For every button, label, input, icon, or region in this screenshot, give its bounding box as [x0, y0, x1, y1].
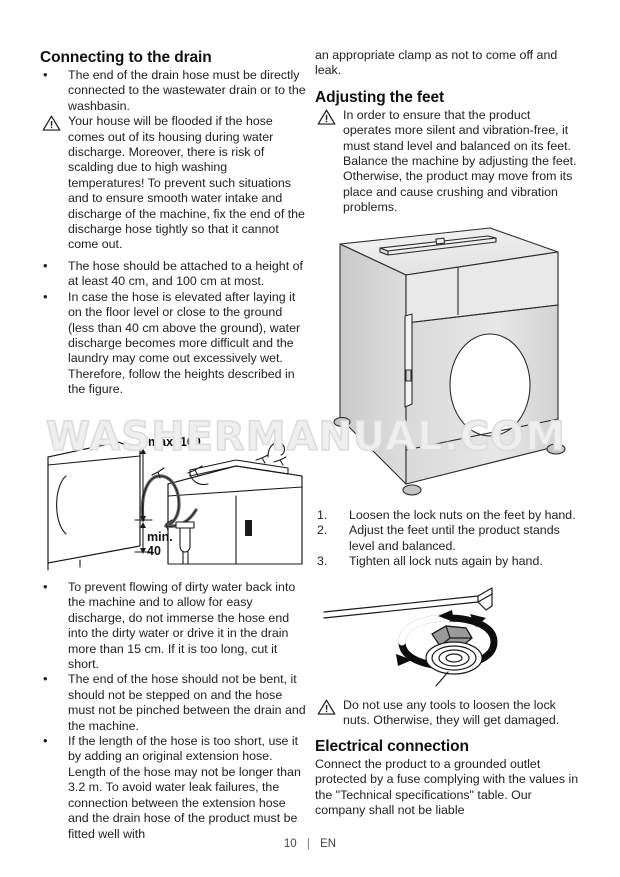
heading-adjusting-the-feet: Adjusting the feet	[315, 88, 445, 106]
list-item: In case the hose is elevated after layin…	[40, 289, 306, 398]
list-item: If the length of the hose is too short, …	[40, 733, 306, 842]
left-column-lower: To prevent flowing of dirty water back i…	[40, 579, 306, 842]
heading-electrical-connection: Electrical connection	[315, 737, 469, 755]
heading-connecting-to-the-drain: Connecting to the drain	[40, 49, 212, 66]
list-item: 1. Loosen the lock nuts on the feet by h…	[315, 508, 581, 523]
list-item: The end of the hose should not be bent, …	[40, 671, 306, 734]
washing-machine-figure	[318, 222, 580, 504]
step-number: 2.	[317, 523, 328, 538]
footer-separator: |	[306, 838, 310, 850]
warning-flooding: Your house will be flooded if the hose c…	[40, 114, 306, 253]
drain-figure-label-max: max. 100	[148, 435, 201, 449]
list-item: The hose should be attached to a height …	[40, 258, 306, 290]
list-item: 2. Adjust the feet until the product sta…	[315, 523, 581, 554]
warning-triangle-icon	[317, 109, 336, 125]
list-item: 3. Tighten all lock nuts again by hand.	[315, 554, 581, 569]
continuation-paragraph: an appropriate clamp as not to come off …	[315, 48, 558, 78]
drain-hose-installation-figure: max. 100 min. 40	[40, 424, 308, 576]
list-item: To prevent flowing of dirty water back i…	[40, 579, 306, 672]
warning-triangle-icon	[317, 699, 336, 715]
drain-figure-label-min-1: min.	[147, 530, 173, 544]
warning-no-tools: Do not use any tools to loosen the lock …	[315, 698, 581, 729]
adjustable-foot-figure	[320, 586, 582, 692]
step-text: Loosen the lock nuts on the feet by hand…	[349, 508, 576, 522]
drain-bullet-list-bottom: To prevent flowing of dirty water back i…	[40, 579, 306, 842]
electrical-connection-paragraph: Connect the product to a grounded outlet…	[315, 756, 579, 818]
warning-no-tools-text: Do not use any tools to loosen the lock …	[343, 698, 560, 728]
step-text: Adjust the feet until the product stands…	[349, 523, 560, 553]
feet-adjustment-steps: 1. Loosen the lock nuts on the feet by h…	[315, 508, 581, 570]
warning-flooding-text: Your house will be flooded if the hose c…	[68, 114, 305, 252]
list-item: The end of the drain hose must be direct…	[40, 67, 306, 114]
step-number: 3.	[317, 554, 328, 569]
warning-triangle-icon	[42, 115, 61, 131]
step-number: 1.	[317, 508, 328, 522]
page-footer: 10 | EN	[0, 838, 620, 850]
right-column-bottom: Do not use any tools to loosen the lock …	[315, 698, 581, 818]
drain-bullet-list-top: The end of the drain hose must be direct…	[40, 67, 306, 114]
page-number: 10	[283, 838, 297, 850]
left-column: Connecting to the drain The end of the d…	[40, 48, 306, 398]
drain-bullet-list-middle: The hose should be attached to a height …	[40, 258, 306, 398]
warning-level-balance: In order to ensure that the product oper…	[315, 108, 581, 216]
right-column-steps: 1. Loosen the lock nuts on the feet by h…	[315, 508, 581, 570]
right-column-top: an appropriate clamp as not to come off …	[315, 48, 581, 216]
step-text: Tighten all lock nuts again by hand.	[349, 554, 543, 569]
page-language: EN	[320, 838, 337, 850]
warning-level-balance-text: In order to ensure that the product oper…	[343, 107, 577, 215]
drain-figure-label-min-2: 40	[147, 544, 161, 558]
